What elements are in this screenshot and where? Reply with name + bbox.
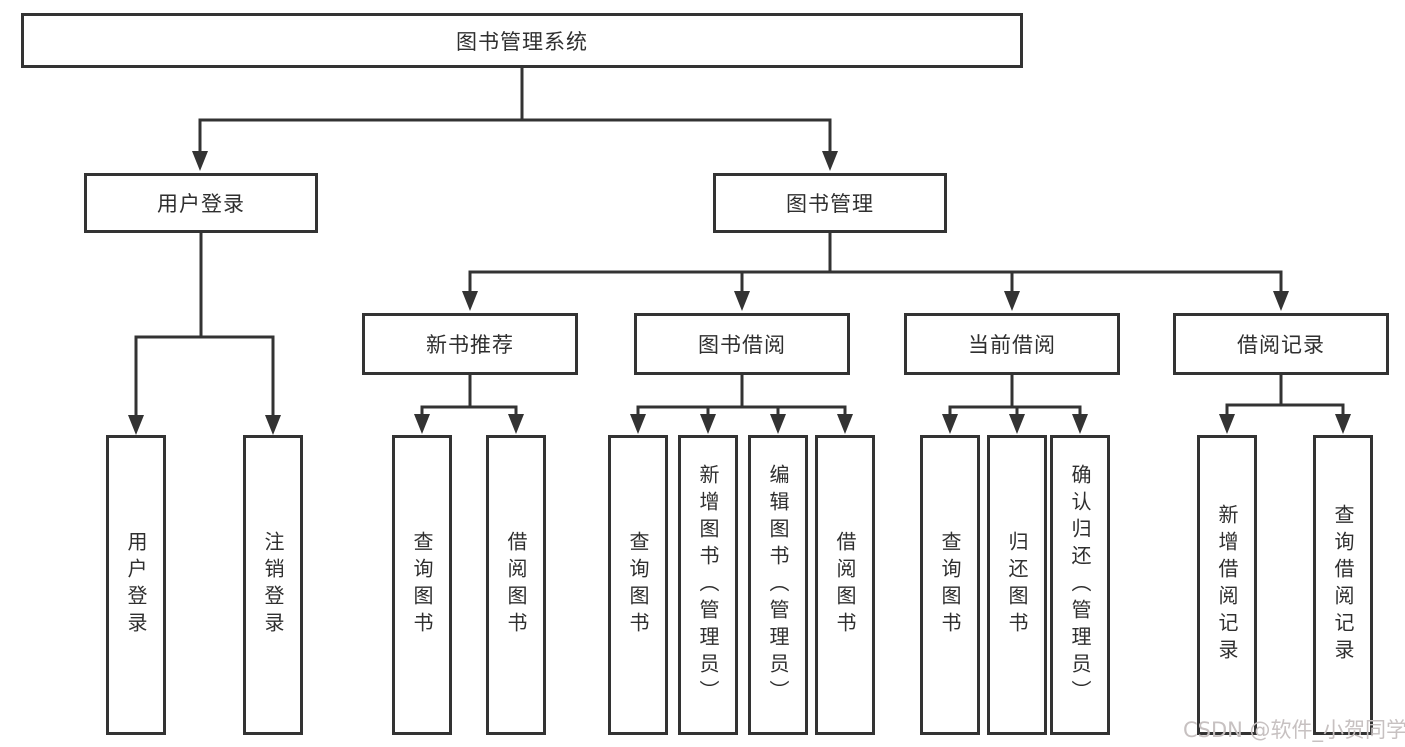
node-root: 图书管理系统 — [21, 13, 1023, 68]
arrowhead-icon — [462, 291, 478, 311]
node-new-book-recommend-label: 新书推荐 — [426, 333, 514, 357]
arrowhead-icon — [734, 291, 750, 311]
connector-user-login-branch — [128, 233, 281, 435]
leaf-add-book-admin: 新增图书（管理员） — [678, 435, 738, 735]
node-borrow-record-label: 借阅记录 — [1237, 333, 1325, 357]
leaf-return-book: 归还图书 — [987, 435, 1047, 735]
leaf-user-login: 用户登录 — [106, 435, 166, 735]
node-new-book-recommend: 新书推荐 — [362, 313, 578, 375]
leaf-edit-book-admin-label: 编辑图书（管理员） — [766, 463, 790, 707]
arrowhead-icon — [942, 414, 958, 434]
leaf-user-login-label: 用户登录 — [124, 531, 148, 639]
leaf-confirm-return-admin: 确认归还（管理员） — [1050, 435, 1110, 735]
leaf-borrow-book-1: 借阅图书 — [486, 435, 546, 735]
leaf-query-book-3: 查询图书 — [920, 435, 980, 735]
leaf-add-borrow-record: 新增借阅记录 — [1197, 435, 1257, 735]
leaf-query-borrow-record: 查询借阅记录 — [1313, 435, 1373, 735]
node-book-borrow: 图书借阅 — [634, 313, 850, 375]
arrowhead-icon — [1219, 414, 1235, 434]
arrowhead-icon — [770, 414, 786, 434]
leaf-add-borrow-record-label: 新增借阅记录 — [1215, 504, 1239, 666]
node-root-label: 图书管理系统 — [456, 29, 588, 54]
arrowhead-icon — [630, 414, 646, 434]
node-book-management: 图书管理 — [713, 173, 947, 233]
node-book-management-label: 图书管理 — [786, 192, 874, 216]
node-user-login: 用户登录 — [84, 173, 318, 233]
leaf-edit-book-admin: 编辑图书（管理员） — [748, 435, 808, 735]
leaf-add-book-admin-label: 新增图书（管理员） — [696, 463, 720, 707]
leaf-borrow-book-1-label: 借阅图书 — [504, 531, 528, 639]
leaf-return-book-label: 归还图书 — [1005, 531, 1029, 639]
leaf-query-book-1: 查询图书 — [392, 435, 452, 735]
node-user-login-label: 用户登录 — [157, 192, 245, 216]
arrowhead-icon — [414, 414, 430, 434]
connector-book-management-branch — [462, 233, 1289, 311]
arrowhead-icon — [1335, 414, 1351, 434]
leaf-logout: 注销登录 — [243, 435, 303, 735]
arrowhead-icon — [837, 414, 853, 434]
leaf-borrow-book-2: 借阅图书 — [815, 435, 875, 735]
node-current-borrow: 当前借阅 — [904, 313, 1120, 375]
node-current-borrow-label: 当前借阅 — [968, 333, 1056, 357]
arrowhead-icon — [1009, 414, 1025, 434]
arrowhead-icon — [1072, 414, 1088, 434]
leaf-query-book-1-label: 查询图书 — [410, 531, 434, 639]
connector-new-book-branch — [414, 375, 524, 434]
leaf-confirm-return-admin-label: 确认归还（管理员） — [1068, 463, 1092, 707]
csdn-watermark: CSDN @软件_小贺同学 — [1183, 718, 1405, 742]
arrowhead-icon — [700, 414, 716, 434]
arrowhead-icon — [192, 151, 208, 171]
arrowhead-icon — [1004, 291, 1020, 311]
leaf-query-book-2-label: 查询图书 — [626, 531, 650, 639]
leaf-query-borrow-record-label: 查询借阅记录 — [1331, 504, 1355, 666]
node-book-borrow-label: 图书借阅 — [698, 333, 786, 357]
leaf-query-book-2: 查询图书 — [608, 435, 668, 735]
connector-borrow-record-branch — [1219, 375, 1351, 434]
leaf-query-book-3-label: 查询图书 — [938, 531, 962, 639]
arrowhead-icon — [508, 414, 524, 434]
arrowhead-icon — [128, 415, 144, 435]
connector-current-borrow-branch — [942, 375, 1088, 434]
arrowhead-icon — [822, 151, 838, 171]
arrowhead-icon — [265, 415, 281, 435]
leaf-logout-label: 注销登录 — [261, 531, 285, 639]
connector-book-borrow-branch — [630, 375, 853, 434]
leaf-borrow-book-2-label: 借阅图书 — [833, 531, 857, 639]
connector-root-to-level1 — [192, 68, 838, 171]
node-borrow-record: 借阅记录 — [1173, 313, 1389, 375]
arrowhead-icon — [1273, 291, 1289, 311]
